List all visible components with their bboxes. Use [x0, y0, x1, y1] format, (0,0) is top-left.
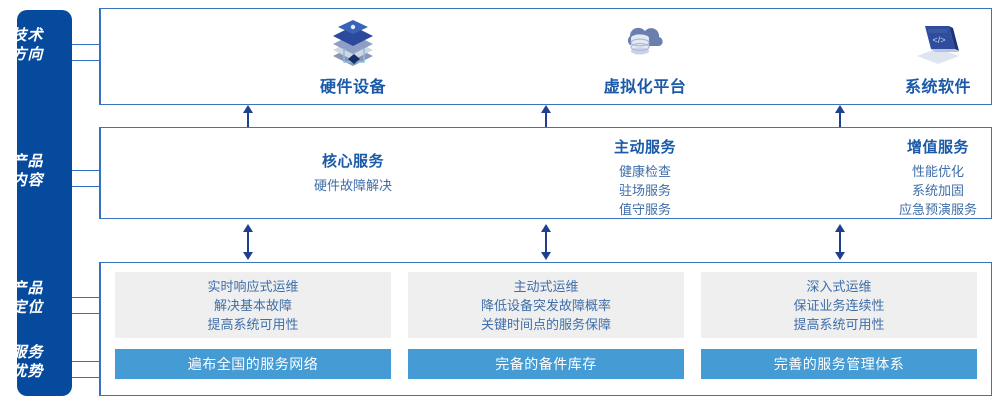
sidebar-label-line2: 定位	[11, 299, 44, 316]
sidebar-item-tech-direction[interactable]: 技术 方向	[0, 26, 55, 64]
arrow-up-down-icon	[832, 224, 848, 265]
sidebar-label-line1: 技术	[11, 27, 44, 44]
positioning-item: 保证业务连续性	[793, 297, 885, 313]
content-column-core-service[interactable]: 核心服务 硬件故障解决	[213, 150, 493, 195]
connector-line-advantage-bottom	[72, 377, 100, 378]
connector-line-tech-bottom	[72, 60, 100, 61]
positioning-item: 提高系统可用性	[207, 316, 299, 332]
positioning-item: 降低设备突发故障概率	[480, 297, 611, 313]
positioning-item: 关键时间点的服务保障	[480, 316, 611, 332]
connector-line-tech-top	[72, 44, 100, 45]
content-item: 性能优化	[911, 164, 964, 179]
advantage-bar[interactable]: 遍布全国的服务网络	[115, 349, 391, 379]
laptop-code-icon: </>	[798, 15, 1000, 71]
connector-line-positioning-top	[72, 297, 100, 298]
connector-line-positioning-bottom	[72, 313, 100, 314]
tech-column-virtualization[interactable]: 虚拟化平台	[505, 15, 785, 97]
arrow-up-down-icon	[538, 224, 554, 265]
sidebar-label-line2: 方向	[11, 46, 44, 63]
positioning-item: 实时响应式运维	[207, 278, 299, 294]
arrow-up-icon	[240, 105, 256, 132]
positioning-box[interactable]: 深入式运维 保证业务连续性 提高系统可用性	[701, 272, 977, 338]
sidebar-label-line1: 服务	[11, 344, 44, 361]
sidebar-label-line2: 内容	[11, 172, 44, 189]
sidebar-label-line1: 产品	[11, 280, 44, 297]
content-title: 主动服务	[613, 139, 676, 156]
positioning-item: 深入式运维	[806, 278, 872, 294]
positioning-item: 主动式运维	[513, 278, 579, 294]
content-title: 增值服务	[906, 139, 969, 156]
tech-column-system-software[interactable]: </> 系统软件	[798, 15, 1000, 97]
content-item: 驻场服务	[618, 183, 671, 198]
sidebar-label-line1: 产品	[11, 153, 44, 170]
positioning-box[interactable]: 实时响应式运维 解决基本故障 提高系统可用性	[115, 272, 391, 338]
arrow-up-icon	[832, 105, 848, 132]
connector-vertical-content	[99, 127, 100, 219]
sidebar-panel	[17, 10, 72, 396]
content-item: 值守服务	[618, 202, 671, 217]
content-title: 核心服务	[321, 153, 384, 170]
cloud-database-icon	[505, 15, 785, 71]
content-column-value-added-service[interactable]: 增值服务 性能优化 系统加固 应急预演服务	[798, 136, 1000, 219]
content-column-active-service[interactable]: 主动服务 健康检查 驻场服务 值守服务	[505, 136, 785, 219]
positioning-advantage-row: 实时响应式运维 解决基本故障 提高系统可用性 遍布全国的服务网络 主动式运维 降…	[100, 262, 992, 396]
tech-label: 系统软件	[904, 79, 971, 96]
content-item: 应急预演服务	[898, 202, 977, 217]
tech-label: 硬件设备	[319, 79, 386, 96]
connector-line-content-top	[72, 170, 100, 171]
connector-vertical-row3	[99, 262, 100, 396]
sidebar-label-line2: 优势	[11, 363, 44, 380]
advantage-bar[interactable]: 完备的备件库存	[408, 349, 684, 379]
content-item: 硬件故障解决	[313, 178, 392, 193]
svg-text:</>: </>	[932, 35, 945, 45]
content-item: 健康检查	[618, 164, 671, 179]
arrow-up-down-icon	[240, 224, 256, 265]
tech-column-hardware[interactable]: 硬件设备	[213, 15, 493, 97]
product-content-row: 核心服务 硬件故障解决 主动服务 健康检查 驻场服务 值守服务 增值服务 性能优…	[100, 127, 992, 219]
sidebar-item-product-positioning[interactable]: 产品 定位	[0, 279, 55, 317]
server-stack-icon	[213, 15, 493, 71]
tech-direction-row: 硬件设备 虚拟化平台	[100, 8, 992, 105]
content-item: 系统加固	[911, 183, 964, 198]
connector-vertical-tech	[99, 8, 100, 105]
sidebar-item-product-content[interactable]: 产品 内容	[0, 152, 55, 190]
positioning-box[interactable]: 主动式运维 降低设备突发故障概率 关键时间点的服务保障	[408, 272, 684, 338]
advantage-bar[interactable]: 完善的服务管理体系	[701, 349, 977, 379]
tech-label: 虚拟化平台	[603, 79, 687, 96]
arrow-up-icon	[538, 105, 554, 132]
sidebar-item-service-advantage[interactable]: 服务 优势	[0, 343, 55, 381]
positioning-item: 提高系统可用性	[793, 316, 885, 332]
connector-line-advantage-top	[72, 361, 100, 362]
connector-line-content-bottom	[72, 186, 100, 187]
positioning-item: 解决基本故障	[213, 297, 292, 313]
